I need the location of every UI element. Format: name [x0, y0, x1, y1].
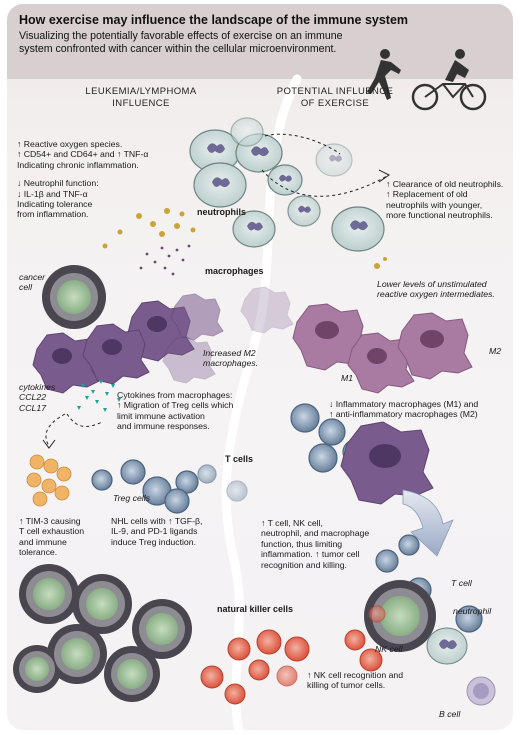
tcell-right-text: ↑ T cell, NK cell, neutrophil, and macro…: [261, 518, 369, 570]
dark-particles: [139, 244, 191, 276]
left-heading-line2: INFLUENCE: [112, 98, 170, 109]
text-line: tolerance.: [19, 547, 58, 558]
cancer-cell-label: cancer cell: [19, 272, 45, 293]
nhl-text: NHL cells with ↑ TGF-β, IL-9, and PD-1 l…: [111, 516, 202, 547]
neutrophil-cells: [189, 117, 385, 252]
neutrophil-left-text: ↑ Reactive oxygen species. ↑ CD54+ and C…: [17, 139, 148, 220]
text-line: Lower levels of unstimulated: [377, 279, 487, 289]
text-line: Indicating chronic inflammation.: [17, 159, 139, 170]
tim3-cells: [26, 454, 72, 507]
macrophage-right-text: ↓ Inflammatory macrophages (M1) and ↑ an…: [329, 399, 478, 420]
figure-title: How exercise may influence the landscape…: [19, 13, 409, 27]
text-line: recognition and killing.: [261, 559, 347, 570]
text-line: reactive oxygen intermediates.: [377, 289, 495, 300]
text-line: killing of tumor cells.: [307, 680, 386, 691]
text-line: macrophages.: [203, 358, 259, 369]
text-line: induce Treg induction.: [111, 536, 196, 547]
label-macrophages: macrophages: [205, 266, 264, 276]
label-neutrophils: neutrophils: [197, 207, 246, 217]
right-heading-line2: OF EXERCISE: [300, 98, 370, 109]
text-line: ↑ anti-inflammatory macrophages (M2): [329, 409, 478, 420]
neutrophil-nuclei: [207, 143, 368, 231]
increased-m2-text: Increased M2 macrophages.: [203, 348, 258, 369]
nk-cells: [200, 605, 386, 705]
text-line: ↓ IL-1β and TNF-α: [17, 188, 88, 199]
label-t-cells: T cells: [225, 454, 254, 464]
text-line: ↑ T cell, NK cell,: [261, 518, 323, 528]
text-line: IL-9, and PD-1 ligands: [111, 526, 198, 537]
neutrophil-label: neutrophil: [453, 606, 492, 616]
figure-panel: How exercise may influence the landscape…: [7, 4, 513, 730]
text-line: cancer: [19, 272, 46, 282]
treg-migration-text: Cytokines from macrophages: ↑ Migration …: [117, 390, 233, 432]
t-cell-label: T cell: [451, 578, 472, 588]
cancer-cell-graphic: [42, 265, 106, 329]
m2-label: M2: [489, 346, 502, 356]
text-line: neutrophil, and macrophage: [261, 528, 370, 539]
text-line: and immune: [19, 536, 67, 547]
text-line: cell: [19, 282, 33, 293]
block-arrow: [402, 489, 454, 557]
text-line: from inflammation.: [17, 209, 89, 220]
cytokine-particles: [77, 380, 121, 412]
cytokines-label: cytokines CCL22 CCL17: [19, 382, 55, 413]
text-line: ↑ CD54+ and CD64+ and ↑ TNF-α: [17, 149, 149, 160]
yellow-particles: [102, 208, 387, 269]
text-line: neutrophils with younger,: [386, 199, 483, 210]
text-line: ↓ Neutrophil function:: [17, 178, 99, 189]
nk-right-text: ↑ NK cell recognition and killing of tum…: [307, 670, 403, 691]
lower-ros-text: Lower levels of unstimulated reactive ox…: [377, 279, 495, 300]
left-column-heading: LEUKEMIA/LYMPHOMA INFLUENCE: [71, 86, 211, 110]
left-heading-line1: LEUKEMIA/LYMPHOMA: [85, 86, 197, 97]
text-line: ↓ Inflammatory macrophages (M1) and: [329, 399, 479, 409]
text-line: T cell exhaustion: [19, 526, 85, 537]
text-line: CCL17: [19, 402, 47, 413]
treg-cells-label: Treg cells: [113, 493, 151, 503]
macrophage-nuclei-right: [315, 321, 444, 364]
text-line: inflammation. ↑ tumor cell: [261, 549, 360, 560]
text-line: more functional neutrophils.: [386, 210, 493, 221]
neutrophil-arrowhead: [378, 169, 390, 183]
neutrophil-dashed-arrow: [261, 169, 388, 197]
text-line: Increased M2: [203, 348, 256, 358]
tim3-text: ↑ TIM-3 causing T cell exhaustion and im…: [19, 516, 84, 558]
text-line: function, thus limiting: [261, 538, 343, 549]
tumor-cluster: [13, 564, 192, 702]
text-line: ↑ Replacement of old: [386, 189, 468, 200]
m1-label: M1: [341, 373, 354, 383]
text-line: Cytokines from macrophages:: [117, 390, 233, 400]
text-line: NHL cells with ↑ TGF-β,: [111, 516, 203, 526]
text-line: ↑ Clearance of old neutrophils.: [386, 179, 504, 189]
neutrophil-right-text: ↑ Clearance of old neutrophils. ↑ Replac…: [386, 179, 503, 221]
text-line: cytokines: [19, 382, 56, 392]
header-band: [7, 4, 513, 79]
text-line: ↑ TIM-3 causing: [19, 516, 81, 526]
macrophages-right: [292, 303, 473, 394]
text-line: Indicating tolerance: [17, 199, 93, 210]
text-line: ↑ NK cell recognition and: [307, 670, 404, 680]
cyclist-icon: [411, 49, 487, 111]
macrophage-nuclei-left: [52, 316, 167, 364]
text-line: ↑ Reactive oxygen species.: [17, 139, 123, 149]
runner-icon: [367, 49, 401, 100]
text-line: ↑ Migration of Treg cells which: [117, 400, 234, 411]
figure-subtitle: Visualizing the potentially favorable ef…: [19, 30, 343, 55]
text-line: and immune responses.: [117, 421, 210, 432]
label-nk-cells: natural killer cells: [217, 604, 294, 614]
text-line: CCL22: [19, 392, 47, 403]
tumor-attacked: [364, 580, 436, 652]
text-line: limit immune activation: [117, 410, 205, 421]
illustration: [13, 49, 496, 730]
nk-cell-label: NK cell: [375, 644, 403, 654]
right-column-heading: POTENTIAL INFLUENCE OF EXERCISE: [260, 86, 410, 110]
right-heading-line1: POTENTIAL INFLUENCE: [276, 86, 394, 97]
b-cell-label: B cell: [439, 709, 461, 719]
